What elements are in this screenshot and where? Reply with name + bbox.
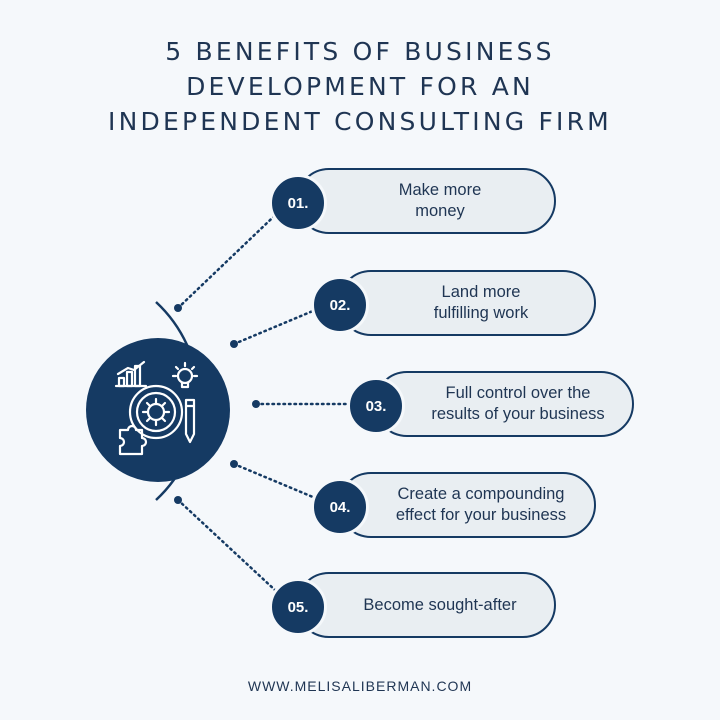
benefit-text-04: Create a compounding effect for your bus… <box>395 485 567 524</box>
title-line-2: DEVELOPMENT FOR AN <box>186 72 534 101</box>
connector-dot-01 <box>174 304 182 312</box>
benefit-number-05: 05. <box>287 598 309 616</box>
benefit-number-03: 03. <box>365 397 387 415</box>
connector-05 <box>176 498 292 606</box>
benefit-card-04: Create a compounding effect for your bus… <box>338 472 596 538</box>
benefit-text-05: Become sought-after <box>363 595 517 614</box>
page-title: 5 BENEFITS OF BUSINESS DEVELOPMENT FOR A… <box>0 34 720 139</box>
benefit-number-02: 02. <box>329 296 351 314</box>
title-line-3: INDEPENDENT CONSULTING FIRM <box>108 107 612 136</box>
benefit-number-badge-04: 04. <box>311 478 369 536</box>
business-development-icon <box>114 360 199 456</box>
benefit-number-badge-05: 05. <box>269 578 327 636</box>
connector-dot-05 <box>174 496 182 504</box>
benefit-number-badge-03: 03. <box>347 377 405 435</box>
benefit-card-01: Make more money <box>296 168 556 234</box>
benefit-number-badge-01: 01. <box>269 174 327 232</box>
connector-dot-02 <box>230 340 238 348</box>
hub-circle <box>86 338 230 482</box>
benefit-text-02: Land more fulfilling work <box>433 283 529 322</box>
connector-01 <box>176 199 292 310</box>
benefit-card-05: Become sought-after <box>296 572 556 638</box>
benefit-number-badge-02: 02. <box>311 276 369 334</box>
benefit-number-01: 01. <box>287 194 309 212</box>
benefit-text-03: Full control over the results of your bu… <box>431 384 605 423</box>
connector-dot-04 <box>230 460 238 468</box>
title-line-1: 5 BENEFITS OF BUSINESS <box>165 37 555 66</box>
benefit-text-01: Make more money <box>398 181 482 220</box>
website-url: WWW.MELISALIBERMAN.COM <box>247 678 473 694</box>
connector-dot-03 <box>252 400 260 408</box>
benefit-card-02: Land more fulfilling work <box>338 270 596 336</box>
benefit-number-04: 04. <box>329 498 351 516</box>
benefit-card-03: Full control over the results of your bu… <box>374 371 634 437</box>
